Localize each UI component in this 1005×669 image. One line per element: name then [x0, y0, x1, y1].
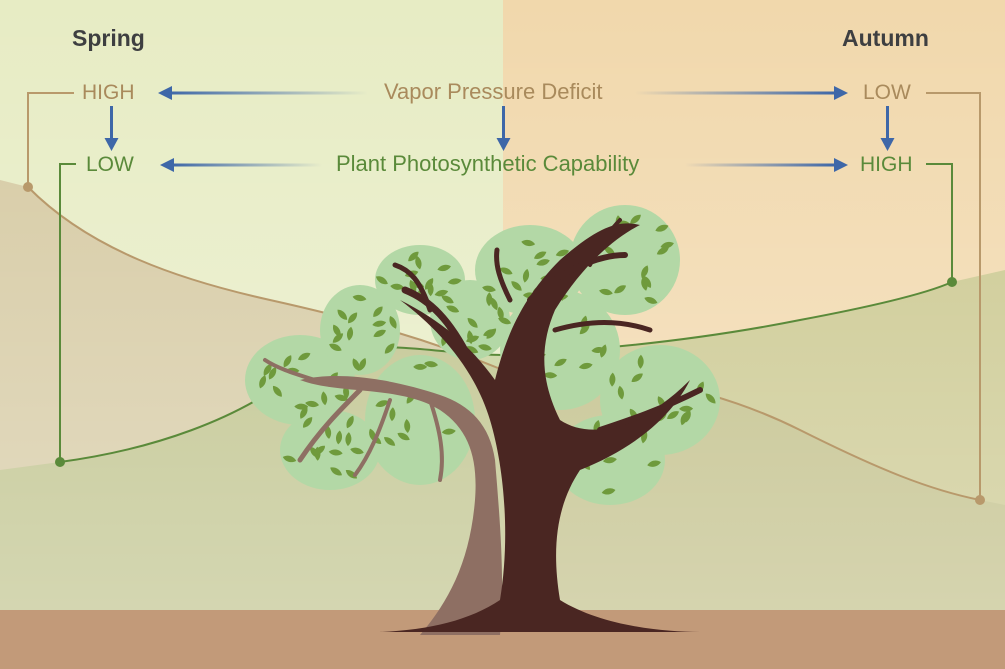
autumn-vpd-point	[975, 495, 985, 505]
autumn-ppc-point	[947, 277, 957, 287]
autumn-title: Autumn	[842, 27, 929, 50]
spring-vpd-point	[23, 182, 33, 192]
ppc-label: Plant Photosynthetic Capability	[336, 153, 639, 175]
vpd-label: Vapor Pressure Deficit	[384, 81, 602, 103]
autumn-vpd-level: LOW	[863, 82, 911, 103]
spring-title: Spring	[72, 27, 145, 50]
spring-ppc-point	[55, 457, 65, 467]
autumn-ppc-level: HIGH	[860, 154, 913, 175]
spring-vpd-level: HIGH	[82, 82, 135, 103]
spring-ppc-level: LOW	[86, 154, 134, 175]
